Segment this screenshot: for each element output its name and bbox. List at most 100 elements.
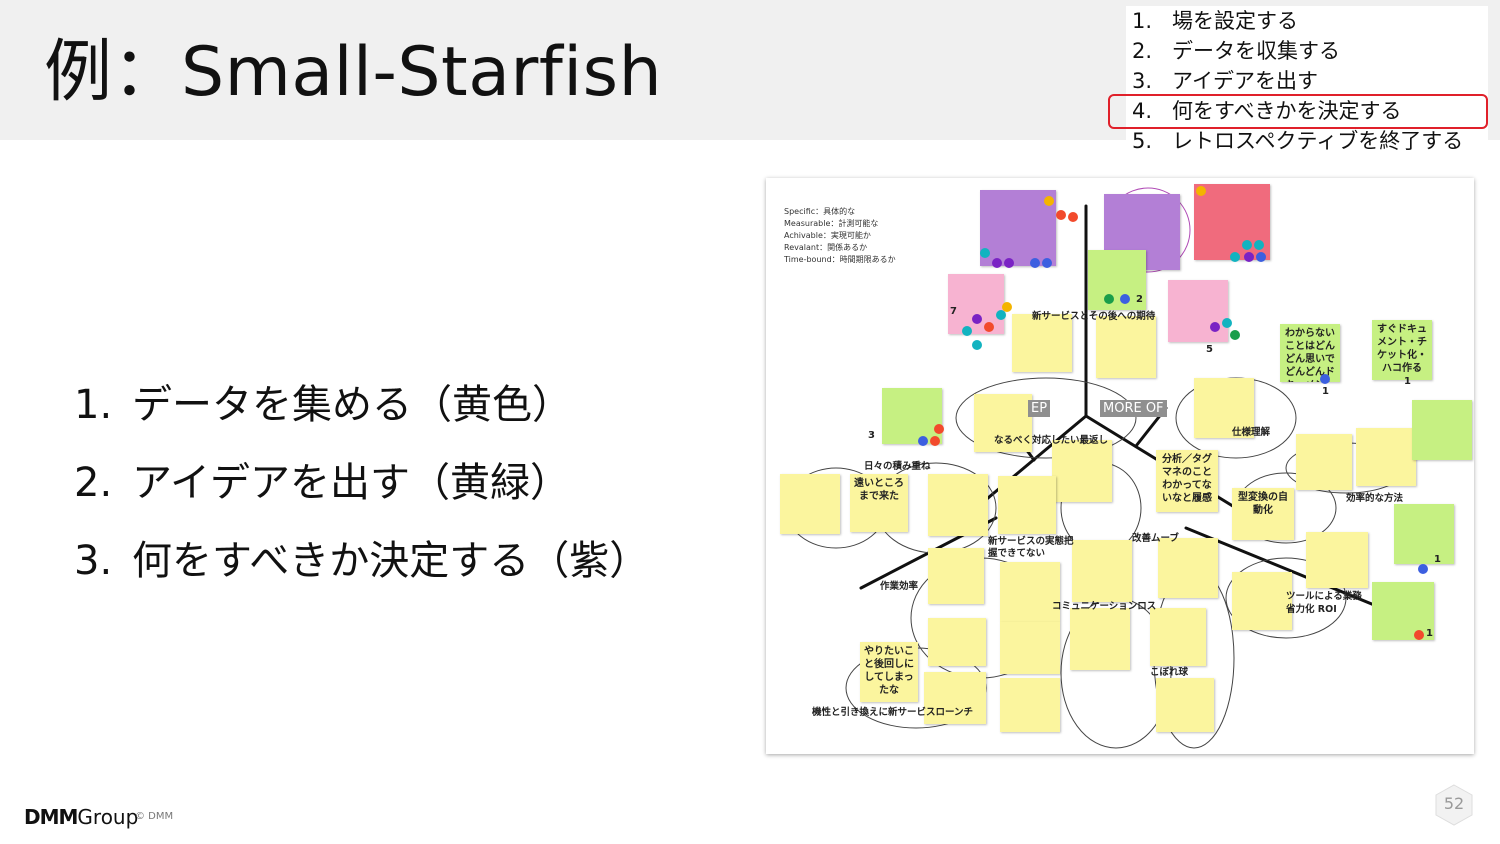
sticky-note-yellow (1158, 538, 1218, 598)
vote-dot (1414, 630, 1424, 640)
sticky-note-yellow (974, 394, 1032, 452)
sticky-note-yellow (1150, 608, 1206, 666)
phase-item: 2. アイデアを出す（黄緑） (74, 452, 649, 530)
starfish-board-image: Specific：具体的な Measurable：計測可能な Achivable… (766, 178, 1474, 754)
sticky-note-yellow (1000, 562, 1060, 622)
smart-line: Specific：具体的な (784, 207, 856, 216)
step-number: 5. (1132, 129, 1153, 153)
vote-dot (1056, 210, 1066, 220)
sticky-note-yellow (928, 474, 988, 536)
phase-item: 1.データを集める（黄色） (74, 374, 649, 452)
vote-dot (980, 248, 990, 258)
sticky-note-yellow-large: やりたいこと後回しにしてしまったな (860, 642, 918, 702)
smart-line: Achivable：実現可能か (784, 231, 871, 240)
sticky-note-yellow (928, 548, 984, 604)
vote-dot (1210, 322, 1220, 332)
group-label: 効率的な方法 (1346, 493, 1404, 504)
sticky-note-yellow (1232, 572, 1292, 630)
vote-count: 7 (950, 306, 957, 317)
steps-list: 1. 場を設定する 2. データを収集する 3.アイデアを出す 4.何をすべきかを決… (1126, 6, 1488, 156)
vote-count: 1 (1426, 628, 1433, 639)
group-label: 改善ムーブ (1132, 533, 1179, 544)
vote-dot (962, 326, 972, 336)
step-text: レトロスペクティブを終了する (1172, 129, 1464, 153)
sticky-note-yellow (1012, 314, 1072, 372)
vote-dot (1320, 374, 1330, 384)
group-label: 新サービスとその後への期待 (1032, 311, 1156, 322)
sticky-note-yellow (1070, 608, 1130, 670)
sticky-note-yellow (1306, 532, 1368, 588)
sticky-note-green (1372, 582, 1434, 640)
sticky-note-pink (948, 274, 1004, 334)
smart-line: Time-bound：時間期限あるか (784, 255, 896, 264)
vote-dot (1222, 318, 1232, 328)
sticky-note-green (882, 388, 942, 444)
step-item: 3.アイデアを出す (1126, 66, 1488, 96)
step-text: 場を設定する (1172, 9, 1298, 33)
copyright: © DMM (135, 811, 174, 822)
sticky-note-yellow (1096, 316, 1156, 378)
sticky-note-pink (1168, 280, 1228, 342)
sticky-note-yellow-large: 遠いところまで来た (850, 474, 908, 532)
smart-legend: Specific：具体的な Measurable：計測可能な Achivable… (784, 206, 896, 266)
vote-dot (1256, 252, 1266, 262)
sticky-note-yellow (1296, 434, 1352, 490)
sticky-note-yellow (1000, 622, 1060, 674)
phase-number: 2. (74, 460, 113, 506)
step-text: データを収集する (1172, 39, 1340, 63)
logo-group: Group (77, 805, 139, 829)
smart-line: Revalant：関係あるか (784, 243, 868, 252)
step-item: 1. 場を設定する (1126, 6, 1488, 36)
vote-dot (1254, 240, 1264, 250)
vote-dot (992, 258, 1002, 268)
group-label: 作業効率 (880, 581, 919, 592)
step-number: 2. (1132, 39, 1153, 63)
sticky-note-green-large: すぐドキュメント・チケット化・ハコ作る (1372, 320, 1432, 380)
sticky-note-green (1412, 400, 1472, 460)
vote-dot (930, 436, 940, 446)
phase-text: アイデアを出す（黄緑） (132, 460, 570, 506)
vote-dot (1230, 330, 1240, 340)
smart-line: Measurable：計測可能な (784, 219, 879, 228)
logo-dmm: DMM (24, 805, 78, 829)
vote-dot (1104, 294, 1114, 304)
sticky-note-yellow (1072, 540, 1132, 602)
step-number: 4. (1132, 99, 1153, 123)
vote-dot (996, 310, 1006, 320)
group-label: 日々の積み重ね (864, 461, 931, 472)
step-item-active: 4.何をすべきかを決定する (1126, 96, 1488, 126)
sticky-note-yellow (998, 476, 1056, 534)
band-label: MORE OF (1100, 400, 1167, 417)
vote-dot (1068, 212, 1078, 222)
step-item: 5. レトロスペクティブを終了する (1126, 126, 1488, 156)
sticky-note-yellow (1052, 440, 1112, 502)
phase-text: データを集める（黄色） (132, 382, 572, 428)
step-text: アイデアを出す (1172, 69, 1318, 93)
vote-dot (984, 322, 994, 332)
vote-dot (918, 436, 928, 446)
sticky-note-yellow (1356, 428, 1416, 486)
group-label: 機性と引き換えに新サービスローンチ (812, 707, 974, 718)
sticky-note-purple (980, 190, 1056, 266)
sticky-note-yellow (924, 672, 986, 724)
sticky-note-yellow (1156, 678, 1214, 732)
vote-dot (1244, 252, 1254, 262)
sticky-note-yellow (1000, 678, 1060, 732)
sticky-note-yellow-large: 型変換の自動化 (1232, 488, 1294, 540)
phase-list: 1.データを集める（黄色） 2.アイデアを出す（黄緑） 3.何をすべきか決定する… (74, 374, 649, 608)
sticky-note-yellow (1194, 378, 1254, 438)
vote-dot (972, 340, 982, 350)
vote-dot (1230, 252, 1240, 262)
vote-dot (1120, 294, 1130, 304)
vote-dot (1042, 258, 1052, 268)
active-step-highlight (1108, 94, 1488, 129)
step-number: 1. (1132, 9, 1153, 33)
vote-dot (1418, 564, 1428, 574)
vote-count: 1 (1322, 386, 1329, 397)
vote-count: 2 (1136, 294, 1143, 305)
step-item: 2. データを収集する (1126, 36, 1488, 66)
vote-count: 1 (1404, 376, 1411, 387)
phase-text: 何をすべきか決定する（紫） (132, 538, 650, 584)
vote-dot (934, 424, 944, 434)
group-label: 仕様理解 (1232, 427, 1271, 438)
